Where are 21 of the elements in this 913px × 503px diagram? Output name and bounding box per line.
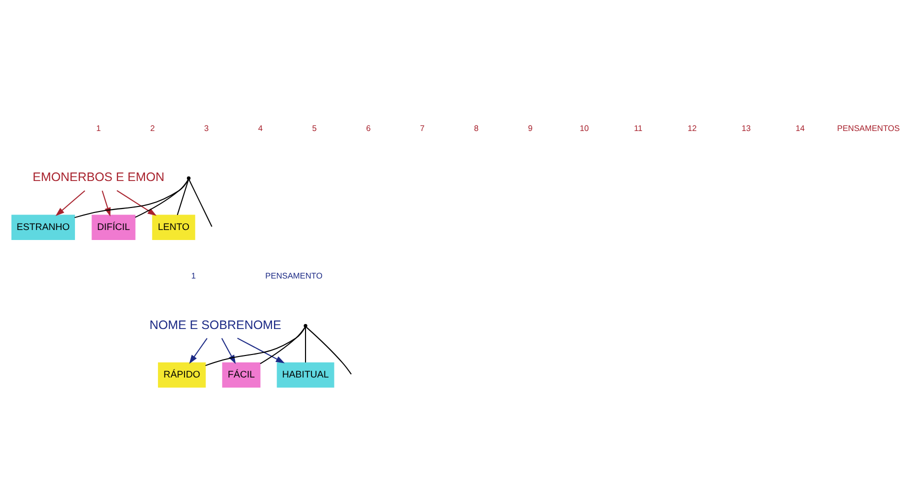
node-box: HABITUAL [276, 362, 334, 388]
arrow [116, 190, 157, 216]
node-point [304, 323, 308, 328]
connector [176, 179, 189, 215]
connector [305, 326, 306, 362]
connector [134, 179, 189, 218]
connector [260, 326, 306, 364]
node-box: ESTRANHO [11, 214, 75, 240]
arrow [189, 338, 208, 364]
node-box: RÁPIDO [158, 362, 206, 388]
node-text: NOME E SOBRENOME [149, 317, 282, 332]
connector [205, 326, 306, 366]
arrow [237, 337, 285, 363]
node-box: FÁCIL [222, 362, 260, 388]
connector [188, 179, 212, 226]
node-point [186, 176, 191, 180]
connector [306, 326, 352, 374]
node-box: DIFÍCIL [92, 214, 136, 240]
node-box: LENTO [152, 214, 196, 240]
arrow [56, 190, 86, 216]
node-text: EMONERBOS E EMON [32, 170, 164, 184]
